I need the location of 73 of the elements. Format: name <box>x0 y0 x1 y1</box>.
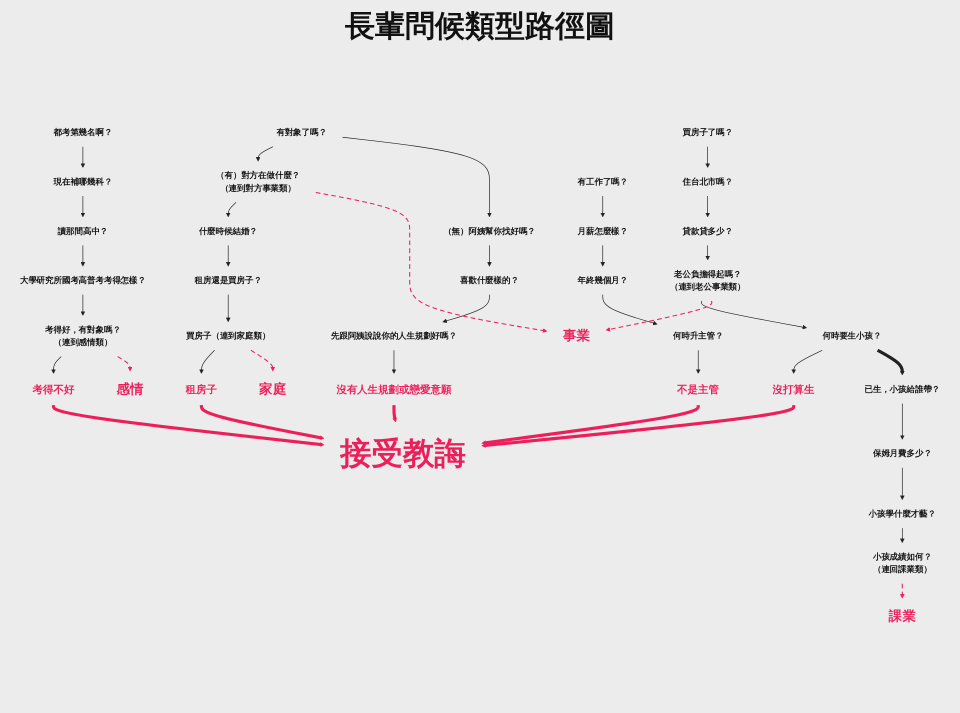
node-text: 不是主管 <box>677 383 720 396</box>
node-text: 有工作了嗎？ <box>578 176 628 187</box>
arrow <box>481 405 700 446</box>
arrow <box>342 136 492 218</box>
node-text: 何時升主管？ <box>673 330 724 341</box>
node-text: 租房子 <box>186 383 218 396</box>
node-text: 都考第幾名啊？ <box>54 127 112 138</box>
arrow <box>51 356 62 374</box>
arrow <box>600 196 606 218</box>
node-text: （有）對方在做什麼？ （連到對方事業類） <box>216 170 300 193</box>
node-text: 買房子（連到家庭類） <box>186 330 270 341</box>
node-text: 考得好，有對象嗎？ （連到感情類） <box>45 324 121 348</box>
node-text: 保姆月費多少？ <box>872 448 932 458</box>
node-text: 沒打算生 <box>772 383 815 396</box>
arrow <box>442 294 490 323</box>
arrow <box>705 245 710 260</box>
node-text: 什麼時候結婚？ <box>198 226 258 236</box>
node-text: 小孩學什麼才藝？ <box>868 508 936 519</box>
arrow <box>701 300 808 330</box>
arrow <box>705 146 710 168</box>
arrow <box>606 300 712 332</box>
arrow <box>791 350 823 374</box>
arrow <box>226 202 236 218</box>
node-text: 租房還是買房子？ <box>194 275 262 286</box>
node-text: 事業 <box>562 328 590 344</box>
arrow <box>226 294 230 322</box>
arrow <box>52 404 324 447</box>
node-text: 沒有人生規劃或戀愛意願 <box>336 383 452 396</box>
arrow <box>487 245 492 267</box>
node-text: 何時要生小孩？ <box>822 330 882 341</box>
node-text: 喜歡什麼樣的？ <box>460 275 519 286</box>
arrow <box>705 196 710 218</box>
arrow <box>80 294 86 316</box>
arrow <box>250 350 276 372</box>
node-text: 有對象了嗎？ <box>276 127 327 138</box>
arrow <box>481 404 796 448</box>
node-text: 家庭 <box>259 381 286 397</box>
node-text: 住台北市嗎？ <box>682 176 733 187</box>
arrow <box>316 192 548 333</box>
node-text: 買房子了嗎？ <box>682 127 733 138</box>
node-text: 小孩成績如何？ （連回課業類） <box>872 552 932 574</box>
arrow <box>256 146 274 162</box>
node-text: 接受教誨 <box>340 435 466 472</box>
arrow <box>900 467 905 500</box>
arrow <box>80 196 86 218</box>
arrow <box>602 294 658 326</box>
arrow <box>80 146 86 168</box>
diagram-title: 長輩問候類型路徑圖 <box>344 8 616 46</box>
node-text: 感情 <box>116 381 144 397</box>
node-text: （無）阿姨幫你找好嗎？ <box>443 226 536 236</box>
arrow <box>199 350 215 374</box>
arrow <box>392 350 396 374</box>
node-text: 課業 <box>888 608 916 624</box>
node-text: 老公負擔得起嗎？ （連到老公事業類） <box>670 268 746 292</box>
arrow <box>900 584 905 599</box>
arrow <box>392 405 397 422</box>
node-text: 月薪怎麼樣？ <box>578 226 628 236</box>
node-text: 已生，小孩給誰帶？ <box>864 384 940 394</box>
node-text: 年終幾個月？ <box>578 275 628 286</box>
node-text: 先跟阿姨說說你的人生規劃好嗎？ <box>331 330 457 341</box>
arrow <box>900 403 905 440</box>
node-text: 讀那間高中？ <box>58 226 108 236</box>
node-text: 考得不好 <box>32 383 74 396</box>
arrow <box>80 245 86 267</box>
node-text: 現在補哪幾科？ <box>54 176 112 187</box>
node-text: 大學研究所國考高普考考得怎樣？ <box>20 275 146 286</box>
arrow <box>226 245 230 267</box>
node-text: 貸款貸多少？ <box>682 226 733 236</box>
arrow <box>600 245 606 267</box>
arrow <box>696 350 701 374</box>
arrow <box>876 348 905 376</box>
arrow <box>900 528 905 543</box>
arrow <box>117 356 132 372</box>
